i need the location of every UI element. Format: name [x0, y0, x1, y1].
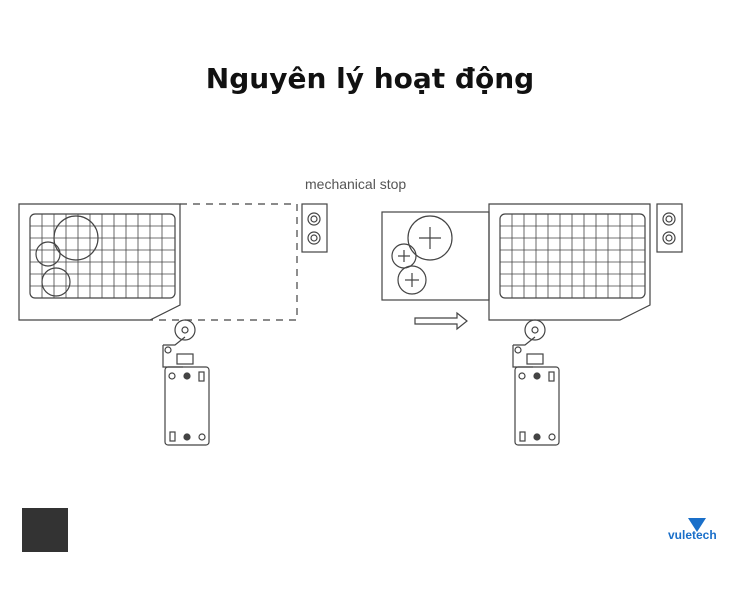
logo: vuletech — [668, 528, 717, 542]
qr-code — [22, 508, 68, 552]
right-state — [381, 203, 683, 446]
page-title: Nguyên lý hoạt động — [205, 62, 535, 95]
logo-mark — [688, 518, 706, 532]
mechanical-stop-label: mechanical stop — [305, 176, 407, 192]
left-state — [18, 203, 328, 446]
